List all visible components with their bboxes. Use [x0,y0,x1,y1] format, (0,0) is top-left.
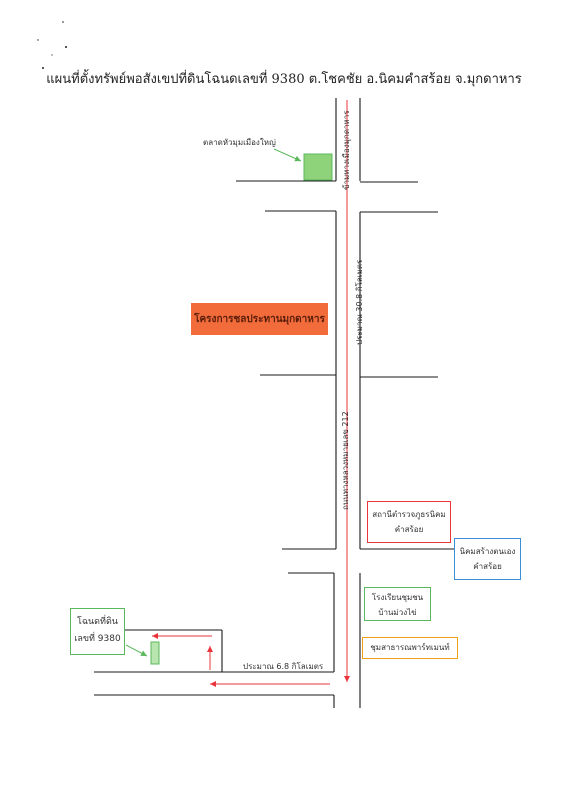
market-pointer [273,148,302,162]
irrigation-project-box: โครงการชลประทานมุกดาหาร [191,303,328,335]
land-deed-line1: โฉนดที่ดิน [77,617,118,627]
land-plot-marker [150,641,160,665]
settlement-line2: คำสร้อย [473,562,502,571]
map-title: แผนที่ตั้งทรัพย์พอสังเขปที่ดินโฉนดเลขที่… [46,72,522,87]
market-marker [303,153,333,181]
market-label: ตลาดหัวมุมเมืองใหญ่ [203,138,276,147]
distance-north-label: ประมาณ 30.8 กิโลเมตร [355,259,364,345]
land-deed-line2: เลขที่ 9380 [74,634,121,644]
land-deed-box: โฉนดที่ดิน เลขที่ 9380 [70,608,125,655]
settlement-line1: นิคมสร้างตนเอง [459,547,516,556]
deed-pointer [125,644,148,657]
fuel-station-box: ชุมสาธารณพาร์ทเมนท์ [362,637,458,659]
police-station-box: สถานีตำรวจภูธรนิคม คำสร้อย [367,501,451,543]
school-line1: โรงเรียนชุมชน [371,593,424,602]
route-arrows [152,100,350,687]
school-line2: บ้านม่วงไข่ [378,608,417,617]
to-mukdahan-label: ข้ามทางเมืองมุกดาหาร [342,110,351,191]
highway-label: ถนนทางหลวงหมายเลข 212 [341,411,350,510]
school-box: โรงเรียนชุมชน บ้านม่วงไข่ [364,587,431,621]
settlement-box: นิคมสร้างตนเอง คำสร้อย [454,538,521,580]
police-station-line1: สถานีตำรวจภูธรนิคม [372,510,446,519]
distance-west-label: ประมาณ 6.8 กิโลเมตร [243,662,324,671]
scan-specks [37,21,67,69]
road-network [94,98,454,708]
police-station-line2: คำสร้อย [394,525,424,534]
